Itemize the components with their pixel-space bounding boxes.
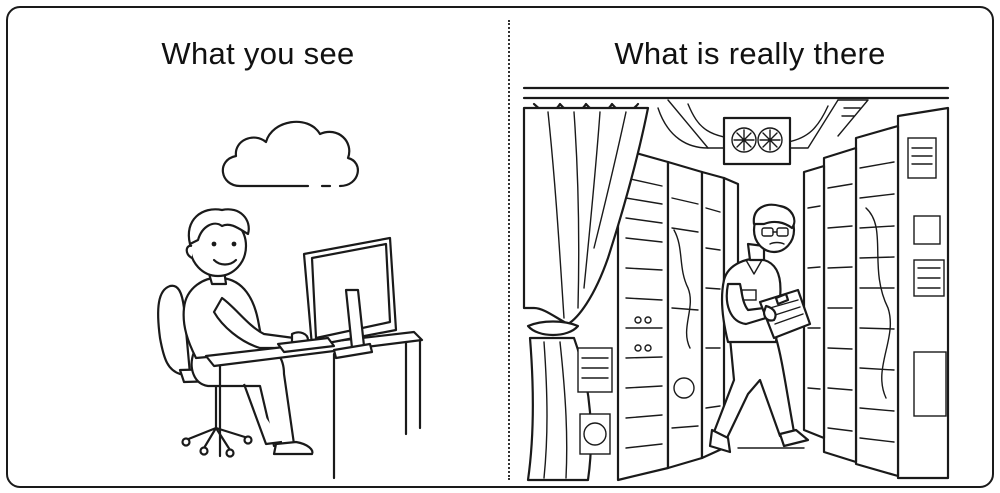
curtain [522,102,650,482]
person-at-computer [182,208,314,456]
illustration [157,86,950,482]
panel-divider [508,20,510,480]
right-panel-title: What is really there [614,36,886,71]
monitor [276,236,398,360]
server-room [522,86,950,482]
technician-with-clipboard [708,203,812,454]
desk [204,330,424,480]
left-server-racks [616,146,740,482]
ceiling-fan-unit [722,116,792,166]
right-server-racks [802,106,950,480]
cloud-icon [221,120,359,188]
comic-frame: What you see What is really there [6,6,994,488]
left-panel-title: What you see [161,36,355,71]
